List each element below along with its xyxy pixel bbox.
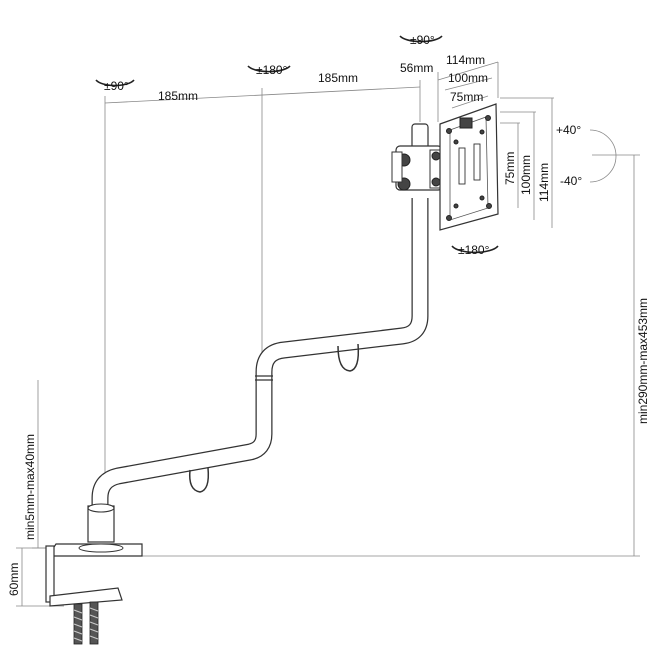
plate-lock-screw [459,117,473,129]
vesa-hole [486,203,492,209]
rotate-arrow-icon [247,65,291,73]
height-range-label: min290mm-max453mm [636,298,650,424]
tilt-down-label: -40° [560,174,582,188]
arm-segment-1-label: 185mm [158,89,198,103]
clamp-height-label: 60mm [7,563,21,596]
labels: ±90° ±180° ±90° ±180° +40° -40° 185mm 18… [7,33,650,596]
vesa-hole [446,215,452,221]
tilt-up-label: +40° [556,123,581,137]
vesa-height-small-label: 75mm [503,152,517,185]
head-swivel-label: ±90° [410,33,435,47]
rotate-arrow-icon [95,79,135,87]
arm-segment-2-label: 185mm [318,71,358,85]
vesa-height-large-label: 114mm [537,163,551,202]
tilt-head [391,123,443,191]
vesa-plate [439,103,499,231]
plate-rotation-label: ±180° [458,243,490,257]
dimension-lines [16,61,640,607]
clamp-screw-right [89,601,99,645]
desk-clamp [45,503,143,645]
rotate-arrow-icon [399,35,443,43]
desk-thickness-label: min5mm-max40mm [23,434,37,540]
head-offset-label: 56mm [400,61,433,75]
clamp-bottom-plate [49,587,123,607]
arm-tube [91,198,429,520]
rotation-arrows [95,35,499,254]
vesa-width-small-label: 75mm [450,90,483,104]
vesa-width-medium-label: 100mm [448,71,488,85]
clamp-bracket [45,545,55,603]
cable-clip-lower [188,467,210,493]
vesa-hole [446,128,452,134]
base-swivel-label: ±90° [104,79,129,93]
rotate-arrow-icon [451,245,499,254]
vesa-width-large-label: 114mm [446,53,485,67]
elbow-swivel-label: ±180° [256,63,288,77]
cable-clip-upper [337,343,360,372]
vesa-height-medium-label: 100mm [519,155,533,195]
clamp-screw-left [73,603,83,645]
vesa-hole [485,115,491,121]
